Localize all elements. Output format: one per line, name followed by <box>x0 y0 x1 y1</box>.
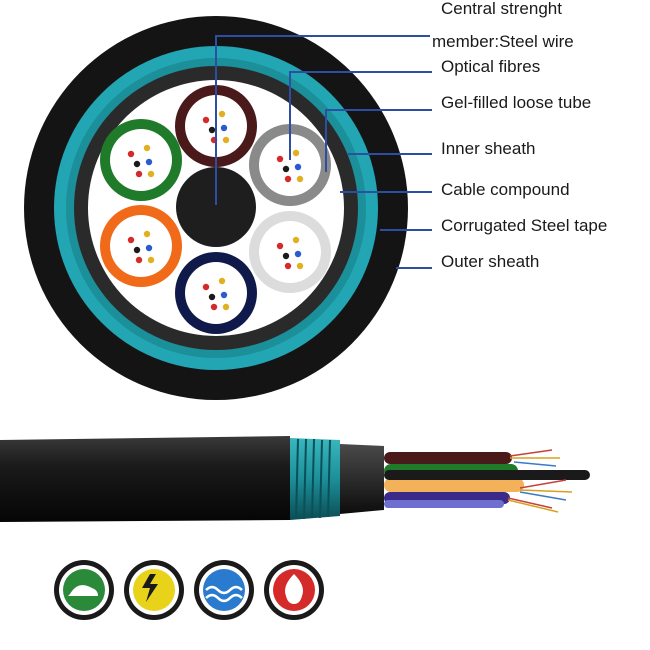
optical-fibre <box>218 277 226 285</box>
cable-side-view <box>0 436 590 522</box>
optical-fibre <box>220 291 228 299</box>
inner-sheath-body <box>340 444 384 514</box>
optical-fibre <box>133 160 141 168</box>
label-cable-compound: Cable compound <box>441 180 570 199</box>
optical-fibre <box>133 246 141 254</box>
optical-fibre <box>294 250 302 258</box>
label-outer-sheath: Outer sheath <box>441 252 540 271</box>
optical-fibre <box>143 230 151 238</box>
optical-fibre <box>276 155 284 163</box>
label-corrugated-tape: Corrugated Steel tape <box>441 216 608 235</box>
feature-icons <box>54 560 324 620</box>
optical-fibre <box>135 170 143 178</box>
optical-fibre <box>210 303 218 311</box>
lightning-protection-icon <box>124 560 184 620</box>
loose-tube-green <box>100 119 182 201</box>
optical-fibre <box>284 175 292 183</box>
water-resistance-icon <box>194 560 254 620</box>
optical-fibre <box>135 256 143 264</box>
fire-retardant-icon <box>264 560 324 620</box>
optical-fibre <box>145 244 153 252</box>
loose-tube-gray <box>249 124 331 206</box>
label-central-member-line1: Central strenght <box>441 0 562 18</box>
optical-fibre <box>218 110 226 118</box>
optical-fibre <box>145 158 153 166</box>
optical-fibre <box>222 136 230 144</box>
rodent-protection-icon <box>54 560 114 620</box>
central-member <box>176 167 256 247</box>
optical-fibre <box>147 170 155 178</box>
label-central-member-line2: member:Steel wire <box>432 32 574 51</box>
loose-tube-white <box>249 211 331 293</box>
label-loose-tube: Gel-filled loose tube <box>441 93 592 112</box>
optical-fibre <box>208 126 216 134</box>
optical-fibre <box>292 236 300 244</box>
optical-fibre <box>220 124 228 132</box>
optical-fibre <box>147 256 155 264</box>
leader-optical-fibres <box>289 71 432 160</box>
optical-fibre <box>296 175 304 183</box>
side-tubes <box>384 452 590 508</box>
optical-fibre <box>202 283 210 291</box>
optical-fibre <box>276 242 284 250</box>
leader-loose-tube <box>325 109 432 172</box>
optical-fibre <box>282 252 290 260</box>
outer-sheath-body <box>0 436 290 522</box>
label-inner-sheath: Inner sheath <box>441 139 536 158</box>
leader-lines <box>215 35 432 269</box>
tape-corrugations <box>295 438 331 520</box>
optical-fibre <box>284 262 292 270</box>
loose-tube-orange <box>100 205 182 287</box>
optical-fibre <box>202 116 210 124</box>
optical-fibre <box>208 293 216 301</box>
leader-central-member <box>215 35 430 205</box>
optical-fibre <box>292 149 300 157</box>
optical-fibre <box>222 303 230 311</box>
fibre-ends <box>507 449 573 513</box>
label-optical-fibres: Optical fibres <box>441 57 541 76</box>
cross-section <box>24 16 408 400</box>
optical-fibre <box>294 163 302 171</box>
optical-fibre <box>127 236 135 244</box>
loose-tube-blue <box>175 252 257 334</box>
optical-fibre <box>127 150 135 158</box>
optical-fibre <box>296 262 304 270</box>
optical-fibre <box>282 165 290 173</box>
optical-fibre <box>143 144 151 152</box>
